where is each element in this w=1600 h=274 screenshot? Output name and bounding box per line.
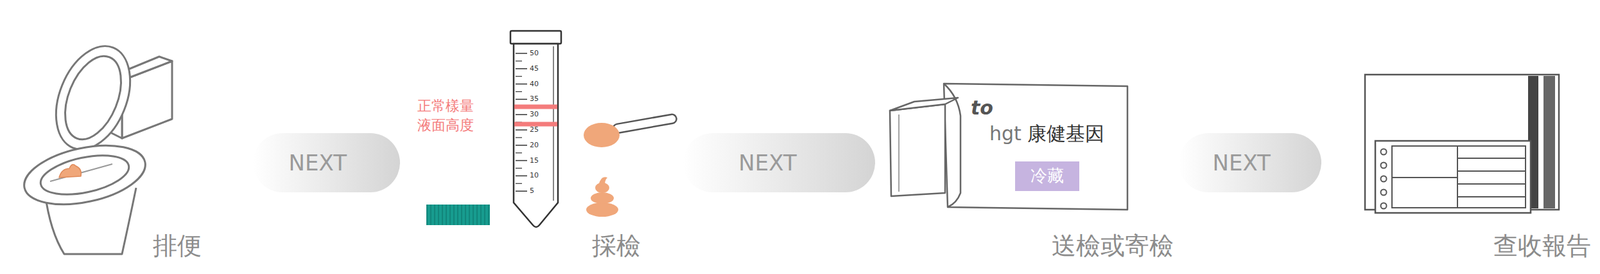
report-form <box>1375 140 1531 213</box>
sample-tube <box>510 30 562 227</box>
table-line <box>1391 176 1458 178</box>
tube-body <box>513 43 558 227</box>
scale-tick <box>515 159 528 162</box>
table-line <box>1457 182 1526 185</box>
scale-tick <box>515 52 528 54</box>
scale-tick <box>515 190 528 192</box>
connector-label: NEXT <box>1212 149 1270 176</box>
envelope-body <box>943 83 1128 210</box>
scale-tick <box>515 98 528 101</box>
punch-hole <box>1381 202 1387 209</box>
stool-part <box>586 202 619 217</box>
scale-tick <box>515 83 528 85</box>
scale-number: 25 <box>529 125 539 134</box>
process-step: 查收報告 <box>1332 25 1598 265</box>
next-connector <box>712 132 846 192</box>
address-text: hgt <box>989 121 1022 146</box>
punch-hole <box>1381 175 1387 182</box>
kit-box-front <box>889 104 946 196</box>
scale-number: 20 <box>529 140 539 149</box>
toilet-bowl <box>37 148 133 201</box>
stool-icon <box>586 176 619 217</box>
scale-number: 35 <box>529 94 539 103</box>
tag-text: 冷藏 <box>1030 165 1064 186</box>
address-text: to <box>970 96 994 120</box>
scale-tick <box>515 167 522 169</box>
scale-tick <box>515 60 522 61</box>
scale-tick <box>515 182 522 184</box>
sampling-paper <box>50 163 113 182</box>
spoon-handle <box>612 113 678 134</box>
table-line <box>1457 195 1526 198</box>
scale-number: 5 <box>529 186 535 195</box>
scale-tick <box>515 68 528 70</box>
report-icon <box>1365 74 1559 213</box>
scale-tick <box>515 91 522 92</box>
toilet-lid-inner <box>53 48 132 148</box>
step-caption: 查收報告 <box>1493 231 1592 261</box>
spoon-scoop <box>583 122 620 148</box>
kit-box-edge <box>898 114 899 192</box>
scale-number: 10 <box>529 170 539 180</box>
process-step: 採檢 <box>410 25 681 265</box>
punch-hole <box>1381 189 1387 196</box>
scale-tick <box>515 152 522 153</box>
stool-part <box>590 191 614 204</box>
step-caption: 送檢或寄檢 <box>1051 231 1174 261</box>
storage-tag: 冷藏 <box>1015 161 1080 191</box>
next-connector <box>1208 132 1292 192</box>
scale-number: 40 <box>529 79 539 88</box>
toilet-rim <box>18 135 151 214</box>
scale-tick <box>515 129 528 131</box>
toilet-icon <box>18 35 173 254</box>
scale-number: 45 <box>529 64 539 73</box>
level-note: 正常樣量 液面高度 <box>417 96 479 135</box>
scale-number: 30 <box>529 109 539 119</box>
connector-label: NEXT <box>738 149 797 176</box>
scale-number: 50 <box>529 48 539 58</box>
spoon-icon <box>583 113 678 148</box>
step-caption: 排便 <box>152 231 202 261</box>
envelope-icon <box>889 83 1128 210</box>
scale-tick <box>515 144 528 146</box>
process-step: 排便 <box>12 25 251 265</box>
report-bar <box>1543 75 1556 209</box>
process-step: 送檢或寄檢 冷藏 <box>886 25 1177 265</box>
next-connector <box>282 132 371 192</box>
level-band <box>514 104 558 110</box>
address-text: 康健基因 <box>1027 121 1105 146</box>
connector-label: NEXT <box>288 149 347 176</box>
punch-hole <box>1381 148 1387 155</box>
toilet-lid <box>41 35 144 161</box>
collection-paper <box>426 204 490 225</box>
scale-number: 15 <box>529 156 539 165</box>
stool-in-bowl <box>59 164 81 178</box>
table-line <box>1457 170 1526 172</box>
scale-tick <box>515 113 528 115</box>
scale-tick <box>515 75 522 77</box>
tube-cap <box>510 30 562 44</box>
stool-tip <box>598 176 608 187</box>
step-caption: 採檢 <box>591 231 641 261</box>
table-line <box>1457 157 1526 159</box>
report-holes <box>1381 148 1387 209</box>
scale-tick <box>515 136 522 138</box>
scale-tick <box>515 175 528 177</box>
kit-box-top <box>889 97 958 111</box>
punch-hole <box>1381 162 1387 169</box>
report-table <box>1391 145 1526 208</box>
